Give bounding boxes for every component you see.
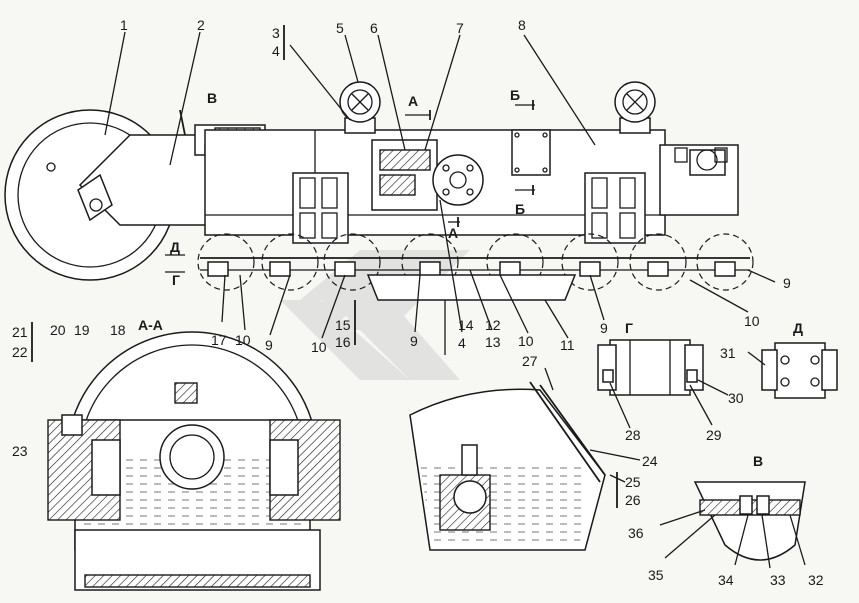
label-4-b: 4 [458, 335, 466, 351]
label-23: 23 [12, 443, 28, 459]
label-11: 11 [560, 337, 575, 353]
guard-side-view [409, 367, 641, 551]
bottom-guard [366, 274, 577, 301]
title-view-g: Г [625, 320, 633, 336]
mark-b-top: Б [510, 87, 520, 103]
label-3: 3 [272, 25, 280, 41]
view-v-seal [659, 481, 806, 569]
track-frame [4, 81, 754, 301]
title-section-aa: А-А [138, 317, 163, 333]
label-34: 34 [718, 572, 734, 588]
view-g-roller [597, 339, 729, 429]
label-31: 31 [720, 345, 736, 361]
mark-v: В [207, 90, 217, 106]
label-35: 35 [648, 567, 664, 583]
label-5: 5 [336, 20, 344, 36]
label-8: 8 [518, 17, 526, 33]
label-32: 32 [808, 572, 824, 588]
label-30: 30 [728, 390, 744, 406]
label-1: 1 [120, 17, 128, 33]
carrier-roller-right [614, 81, 656, 134]
label-9-a: 9 [265, 337, 273, 353]
label-27: 27 [522, 353, 538, 369]
label-10-right: 10 [744, 313, 760, 329]
mark-g: Г [172, 272, 180, 288]
label-20: 20 [50, 322, 66, 338]
title-view-v: В [753, 453, 763, 469]
label-10-a: 10 [235, 332, 251, 348]
label-22: 22 [12, 344, 28, 360]
label-14: 14 [458, 317, 474, 333]
label-10-b: 10 [311, 339, 327, 355]
label-36: 36 [628, 525, 644, 541]
label-18: 18 [110, 322, 126, 338]
label-33: 33 [770, 572, 786, 588]
label-29: 29 [706, 427, 722, 443]
label-17: 17 [211, 332, 227, 348]
mark-a-top: А [408, 93, 418, 109]
label-28: 28 [625, 427, 641, 443]
callout-labels: 1 2 3 4 5 6 7 8 9 10 17 10 9 10 15 16 9 … [12, 17, 824, 588]
label-25: 25 [625, 474, 641, 490]
label-19: 19 [74, 322, 90, 338]
label-12: 12 [485, 317, 501, 333]
label-10-c: 10 [518, 333, 534, 349]
section-aa-view [47, 331, 341, 591]
label-6: 6 [370, 20, 378, 36]
mark-b-bottom: Б [515, 201, 525, 217]
view-d-roller [747, 342, 838, 399]
mark-d: Д [170, 239, 180, 255]
label-16: 16 [335, 334, 351, 350]
cover-plate [511, 129, 551, 176]
label-4: 4 [272, 43, 280, 59]
label-13: 13 [485, 334, 501, 350]
title-view-d: Д [793, 320, 803, 336]
label-9-b: 9 [410, 333, 418, 349]
label-26: 26 [625, 492, 641, 508]
label-2: 2 [197, 17, 205, 33]
label-21: 21 [12, 324, 28, 340]
label-9-c: 9 [600, 320, 608, 336]
track-rollers [197, 233, 754, 291]
mark-a-bottom: А [448, 225, 458, 241]
label-15: 15 [335, 317, 351, 333]
leader-lines [104, 31, 776, 339]
carrier-bearing-section [371, 139, 484, 211]
carrier-roller-left [339, 81, 381, 134]
label-24: 24 [642, 453, 658, 469]
label-9-right: 9 [783, 275, 791, 291]
label-7: 7 [456, 20, 464, 36]
